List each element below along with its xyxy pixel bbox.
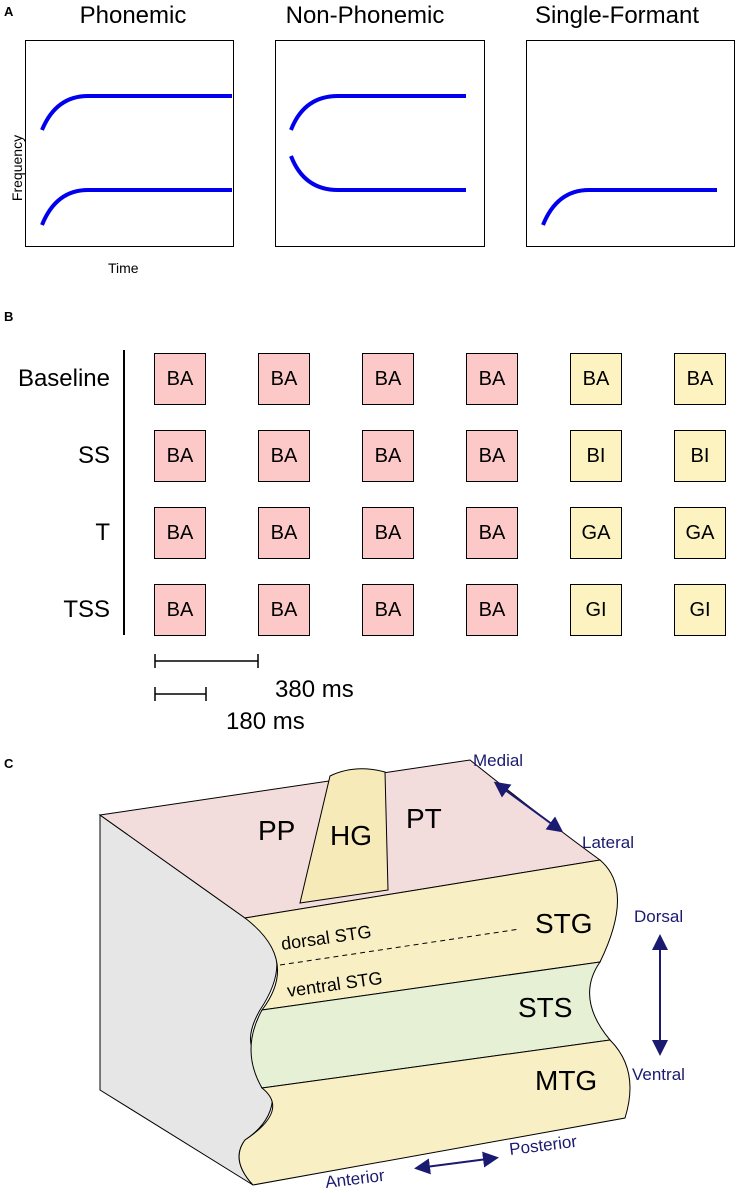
stimulus-box: BA [258,507,310,559]
stimulus-box: BI [674,430,726,482]
stimulus-box: BA [362,584,414,636]
stimulus-box: BA [154,430,206,482]
stimulus-box: BA [258,430,310,482]
stimulus-box: BA [466,430,518,482]
scale-bar-180ms [154,687,207,701]
direction-label-lateral: Lateral [582,833,634,852]
panel-b-letter: B [4,309,14,324]
time-axis-label: Time [108,260,139,276]
brain-block-diagram: PP HG PT STG STS MTG dorsal STG ventral … [98,751,685,1192]
single-formant-line [541,188,717,226]
non-phonemic-formant-2-line [289,94,466,131]
stimulus-box: BA [258,584,310,636]
non-phonemic-plot [275,40,485,247]
region-label-pt: PT [406,803,442,834]
direction-label-ventral: Ventral [632,1065,685,1084]
mtg-band [238,1039,631,1186]
stimulus-box: BA [362,353,414,405]
stimulus-box: BA [466,507,518,559]
stimulus-box: BA [154,584,206,636]
stimulus-box: BA [362,430,414,482]
stimulus-box: GI [674,584,726,636]
region-label-mtg: MTG [535,1065,597,1096]
panel-c-letter: C [4,756,14,771]
scale-label-380ms: 380 ms [275,676,354,703]
anterior-posterior-arrow [414,1151,499,1175]
region-label-hg: HG [330,820,372,851]
stimulus-box: BA [362,507,414,559]
heschls-gyrus-region [299,768,389,904]
plot-title-phonemic: Phonemic [79,2,187,29]
region-label-sts: STS [518,992,572,1023]
stimulus-box: BA [466,353,518,405]
row-axis-line [123,350,125,635]
direction-label-dorsal: Dorsal [634,907,683,926]
frequency-axis-label: Frequency [9,134,25,202]
scale-bars [154,654,259,701]
stimulus-box: BA [154,353,206,405]
medial-lateral-arrow [493,781,564,833]
stimulus-box: GI [570,584,622,636]
stimulus-box: GA [674,507,726,559]
stimulus-box: BA [570,353,622,405]
row-label-baseline: Baseline [17,365,110,392]
stimulus-box: BA [258,353,310,405]
row-label-ss: SS [77,442,110,469]
stimulus-box: GA [570,507,622,559]
plot-title-single-formant: Single-Formant [534,2,700,29]
plot-title-non-phonemic: Non-Phonemic [285,2,445,29]
scale-label-180ms: 180 ms [226,708,305,735]
row-label-tss: TSS [63,596,110,623]
stimulus-box: BA [674,353,726,405]
scale-bar-380ms [154,654,259,668]
stimulus-box: BA [154,507,206,559]
direction-label-medial: Medial [473,751,523,770]
phonemic-plot [25,40,234,247]
non-phonemic-formant-1-line [289,155,466,192]
dorsal-ventral-divider [279,928,521,966]
phonemic-formant-2-line [40,94,232,131]
phonemic-formant-1-line [40,188,232,226]
region-label-pp: PP [258,815,295,846]
panel-a-letter: A [4,4,14,19]
row-label-t: T [95,519,110,546]
single-formant-plot [526,40,735,247]
region-label-stg: STG [535,908,593,939]
stimulus-box: BA [466,584,518,636]
stimulus-box: BI [570,430,622,482]
